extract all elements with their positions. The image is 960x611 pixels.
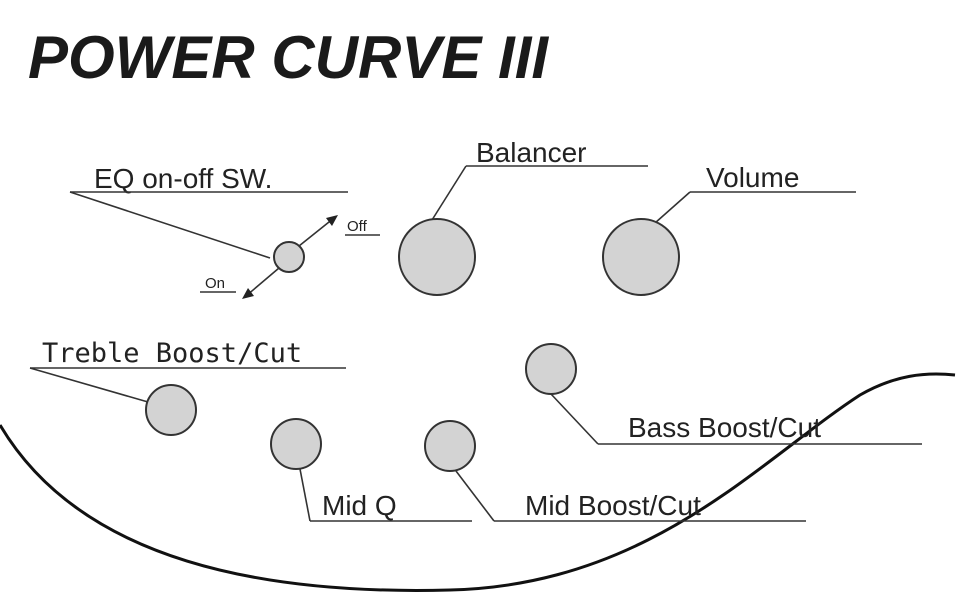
switch-off-arrow-line (298, 217, 335, 247)
balancer-knob[interactable] (398, 218, 476, 296)
switch-off-arrowhead (326, 215, 338, 226)
eq-switch-leader (69, 191, 271, 259)
treble-leader (29, 367, 149, 403)
mid-q-knob[interactable] (270, 418, 322, 470)
mid-boost-leader (455, 470, 495, 522)
switch-on-arrow-line (245, 267, 280, 297)
volume-leader (654, 191, 691, 224)
switch-on-label: On (205, 275, 225, 292)
mid-q-label: Mid Q (322, 490, 397, 521)
mid-boost-label: Mid Boost/Cut (525, 490, 701, 521)
treble-label: Treble Boost/Cut (42, 338, 302, 369)
bass-knob[interactable] (525, 343, 577, 395)
volume-label: Volume (706, 162, 799, 193)
diagram-title: POWER CURVE III (28, 24, 549, 91)
guitar-body-outline (0, 372, 956, 592)
mid-boost-knob[interactable] (424, 420, 476, 472)
treble-knob[interactable] (145, 384, 197, 436)
bass-leader (550, 393, 599, 445)
eq-switch-label: EQ on-off SW. (94, 163, 272, 194)
mid-q-leader (299, 468, 311, 522)
volume-knob[interactable] (602, 218, 680, 296)
switch-off-label: Off (347, 218, 368, 235)
switch-on-arrowhead (242, 288, 254, 299)
eq-switch-knob[interactable] (273, 241, 305, 273)
bass-label: Bass Boost/Cut (628, 412, 821, 443)
balancer-label: Balancer (476, 137, 587, 168)
balancer-leader (431, 165, 467, 221)
